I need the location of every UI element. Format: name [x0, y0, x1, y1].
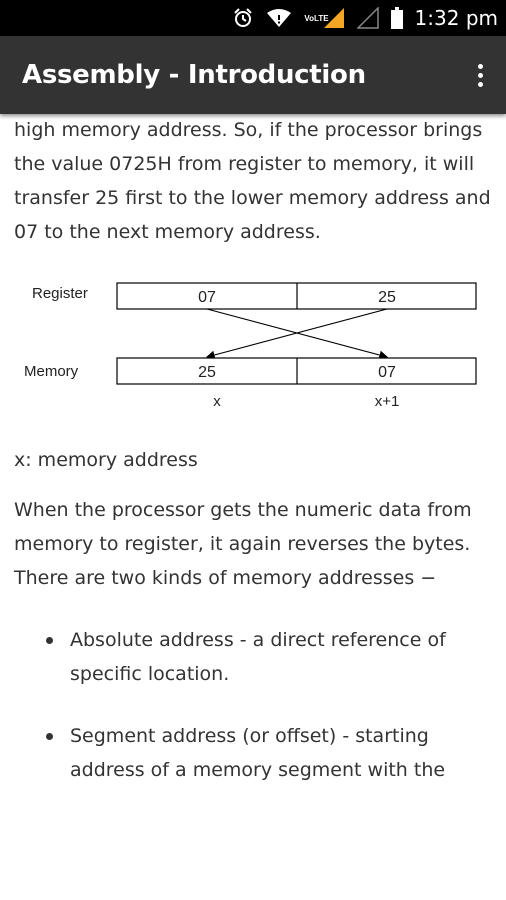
register-cell-1: 25 — [378, 289, 396, 306]
overflow-menu-button[interactable] — [468, 55, 492, 95]
signal-empty-icon — [356, 7, 379, 29]
network-label: VoLTE — [304, 13, 329, 23]
memory-cell-1: 07 — [378, 364, 396, 381]
memory-label: Memory — [24, 363, 79, 380]
list-item: Absolute address - a direct reference of… — [14, 623, 492, 691]
signal-icon: VoLTE — [304, 7, 344, 29]
register-cell-0: 07 — [198, 289, 216, 306]
list-item-text: Segment address (or offset) - starting a… — [70, 725, 446, 781]
article-content[interactable]: high memory address. So, if the processo… — [0, 114, 506, 900]
wifi-icon — [266, 8, 292, 28]
address-label-1: x+1 — [375, 393, 400, 410]
status-bar: VoLTE 1:32 pm — [0, 0, 506, 36]
diagram-svg: Register 07 25 Memory 25 07 x x+1 — [24, 282, 477, 410]
overflow-menu-icon — [477, 63, 483, 69]
app-bar: Assembly - Introduction — [0, 36, 506, 114]
diagram-caption: x: memory address — [14, 449, 198, 471]
paragraph-2: When the processor gets the numeric data… — [14, 499, 472, 589]
page-title: Assembly - Introduction — [22, 60, 366, 90]
list-item: Segment address (or offset) - starting a… — [14, 719, 492, 787]
arrow-25 — [205, 308, 388, 360]
address-label-0: x — [213, 393, 221, 410]
address-types-list: Absolute address - a direct reference of… — [14, 623, 492, 787]
memory-cell-0: 25 — [198, 364, 216, 381]
register-label: Register — [32, 285, 88, 302]
bullet-icon — [46, 733, 53, 740]
status-time: 1:32 pm — [414, 6, 498, 30]
battery-icon — [390, 7, 403, 29]
list-item-text: Absolute address - a direct reference of… — [70, 629, 446, 685]
byte-order-diagram: Register 07 25 Memory 25 07 x x+1 — [14, 277, 492, 427]
bullet-icon — [46, 637, 53, 644]
alarm-icon — [232, 7, 254, 29]
paragraph-1: high memory address. So, if the processo… — [14, 119, 491, 243]
